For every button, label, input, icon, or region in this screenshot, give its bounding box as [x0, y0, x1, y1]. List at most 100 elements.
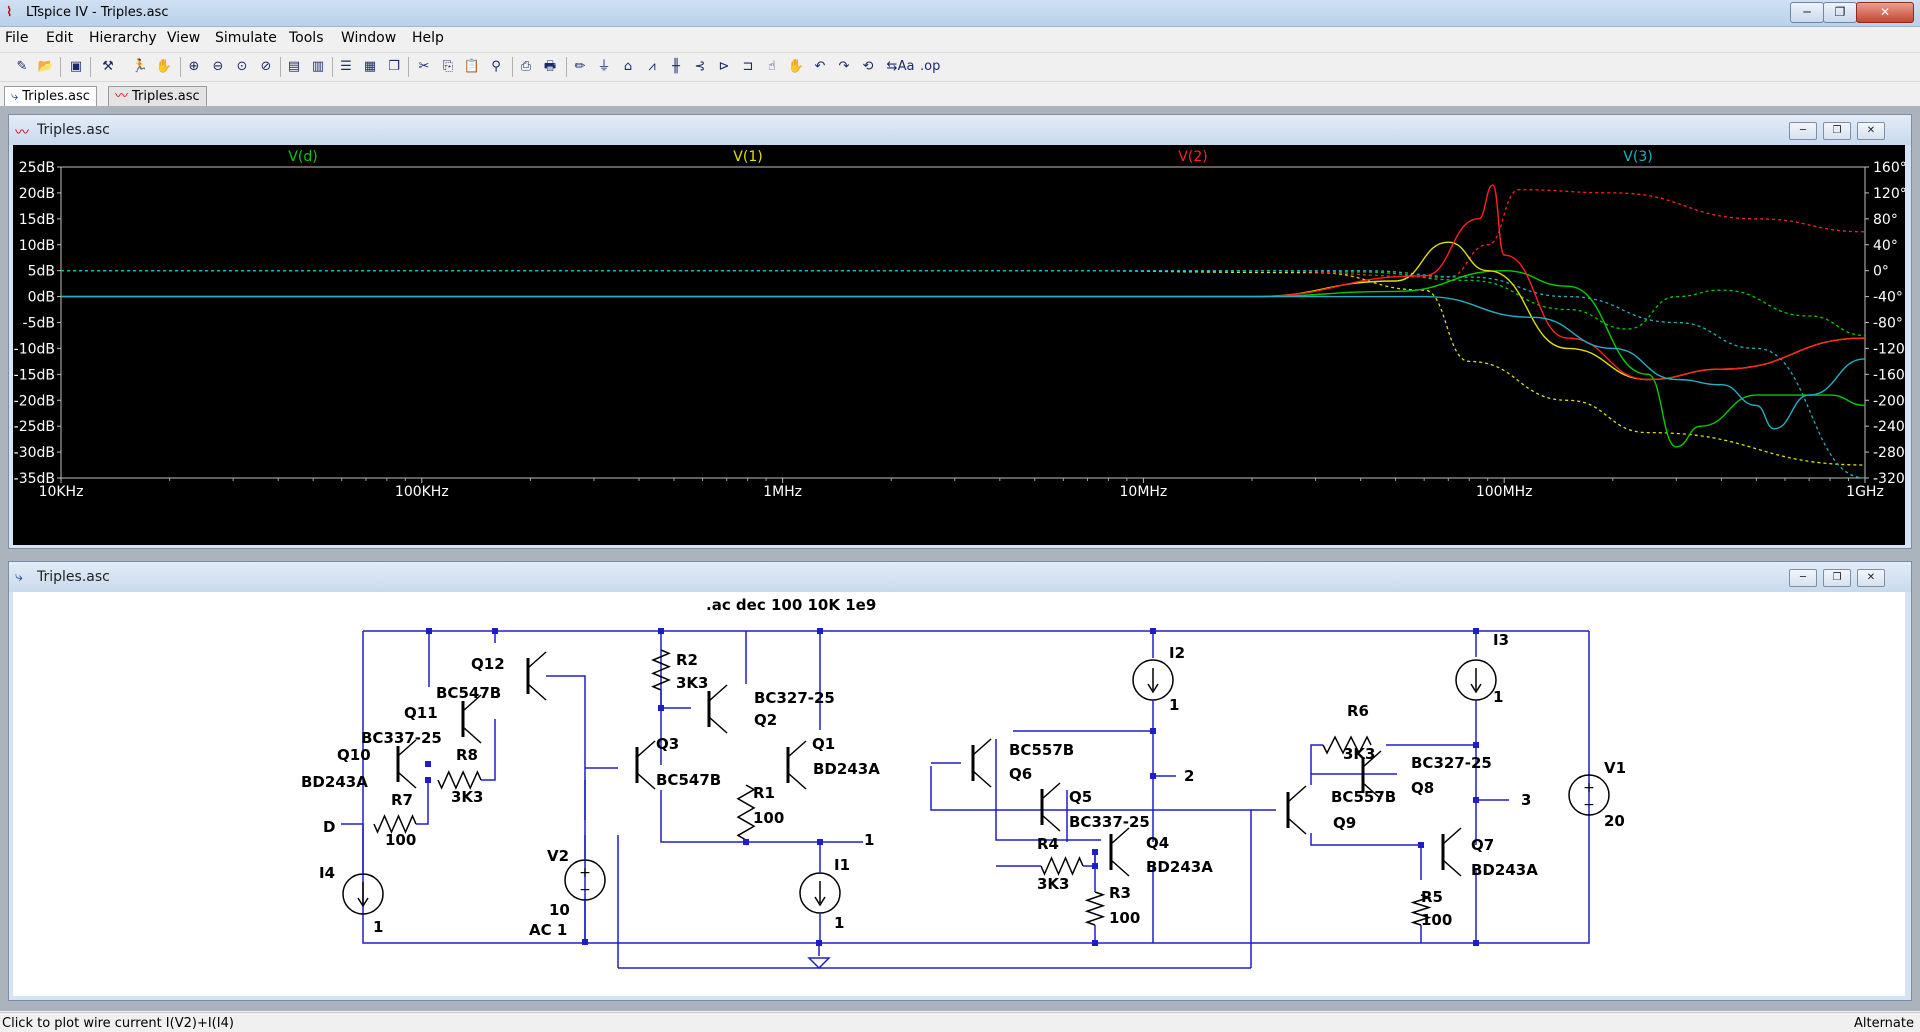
component-label: 3K3: [676, 674, 709, 692]
menu-edit[interactable]: Edit: [46, 30, 74, 46]
diode-icon[interactable]: ⊳: [718, 59, 730, 74]
schematic-close-button[interactable]: ✕: [1857, 569, 1885, 587]
tab-schematic[interactable]: ⤷Triples.asc: [4, 86, 97, 106]
redo-icon[interactable]: ↷: [838, 59, 850, 74]
draw-wire-icon[interactable]: ✏: [574, 59, 586, 74]
component-label: BD243A: [301, 773, 368, 791]
right-tick-label: -160°: [1873, 367, 1905, 383]
transistor-collector: [636, 740, 656, 758]
component-label: BC337-25: [361, 729, 442, 747]
tile-horizontal-icon[interactable]: ☰: [340, 59, 352, 74]
print-icon[interactable]: 🖶: [543, 59, 557, 74]
circuit-schematic[interactable]: .ac dec 100 10K 1e9+−Q12BC547BQ11BC337-2…: [13, 592, 1905, 996]
left-tick-label: 25dB: [19, 160, 55, 176]
junction-dot: [425, 761, 431, 767]
halt-icon[interactable]: ✋: [155, 59, 173, 74]
tab-label: Triples.asc: [132, 89, 200, 104]
component-label: Q1: [812, 735, 835, 753]
right-tick-label: -120°: [1873, 341, 1905, 357]
menu-tools[interactable]: Tools: [289, 30, 324, 46]
right-tick-label: 120°: [1873, 186, 1905, 202]
wire: [660, 790, 863, 843]
cascade-icon[interactable]: ❐: [388, 59, 400, 74]
spice-directive-icon[interactable]: .op: [920, 59, 941, 74]
menu-simulate[interactable]: Simulate: [215, 30, 277, 46]
autorange-icon[interactable]: ▤: [287, 59, 301, 74]
mirror-icon[interactable]: ⇆: [886, 59, 898, 74]
menu-view[interactable]: View: [167, 30, 201, 46]
minus-sign: −: [1583, 797, 1595, 813]
right-tick-label: -80°: [1873, 316, 1903, 332]
transistor-emitter: [1041, 814, 1061, 832]
minimize-button[interactable]: ─: [1790, 2, 1824, 23]
schematic-window-title: Triples.asc: [37, 569, 110, 585]
component-label: V1: [1604, 759, 1626, 777]
label-net-icon[interactable]: ⌂: [623, 59, 633, 74]
resistor: [1410, 894, 1432, 926]
open-icon[interactable]: 📂: [37, 59, 55, 74]
waveform-icon: 〰: [115, 89, 129, 104]
text-icon[interactable]: Aa: [897, 59, 915, 74]
maximize-button[interactable]: ❐: [1823, 2, 1857, 23]
wire: [1310, 744, 1323, 774]
drag-icon[interactable]: ✋: [787, 59, 805, 74]
undo-icon[interactable]: ↶: [814, 59, 826, 74]
menu-file[interactable]: File: [5, 30, 29, 46]
rotate-icon[interactable]: ⟲: [862, 59, 874, 74]
component-label: I4: [319, 864, 335, 882]
resistor-icon[interactable]: ⩘: [648, 59, 656, 74]
autorange-y-icon[interactable]: ▥: [311, 59, 325, 74]
spice-directive: .ac dec 100 10K 1e9: [706, 596, 876, 614]
wire: [1310, 773, 1397, 785]
plot-close-button[interactable]: ✕: [1857, 122, 1885, 140]
transistor-collector: [527, 651, 547, 669]
transistor-emitter: [397, 771, 417, 789]
control-panel-icon[interactable]: ⚒: [102, 59, 114, 74]
paste-icon[interactable]: 📋: [463, 59, 481, 74]
component-label: 3K3: [1037, 875, 1070, 893]
ground-icon[interactable]: ⏚: [597, 59, 611, 74]
component-icon[interactable]: ⊐: [742, 59, 754, 74]
zoom-cancel-icon[interactable]: ⊘: [260, 59, 272, 74]
ac-analysis-chart[interactable]: 25dB20dB15dB10dB5dB0dB-10dB-5dB-15dB-20d…: [13, 145, 1905, 545]
save-icon[interactable]: ▣: [69, 59, 83, 74]
resistor: [437, 770, 482, 790]
print-preview-icon[interactable]: ⎙: [520, 59, 532, 74]
copy-icon[interactable]: ⎘: [442, 59, 454, 74]
menu-window[interactable]: Window: [341, 30, 397, 46]
zoom-out-icon[interactable]: ⊖: [212, 59, 224, 74]
component-label: Q7: [1471, 836, 1494, 854]
plot-window-titlebar: 〰 Triples.asc ─ ❐ ✕: [9, 115, 1911, 145]
component-label: R5: [1421, 888, 1443, 906]
tab-waveform[interactable]: 〰Triples.asc: [108, 86, 207, 106]
cut-icon[interactable]: ✂: [418, 59, 430, 74]
tile-vertical-icon[interactable]: ▦: [363, 59, 377, 74]
inductor-icon[interactable]: ⊰: [694, 59, 706, 74]
component-label: 3K3: [451, 788, 484, 806]
menu-hierarchy[interactable]: Hierarchy: [89, 30, 157, 46]
close-button[interactable]: ✕: [1856, 2, 1914, 23]
zoom-in-icon[interactable]: ⊕: [188, 59, 200, 74]
schematic-restore-button[interactable]: ❐: [1823, 569, 1851, 587]
capacitor-icon[interactable]: ╫: [672, 59, 680, 74]
legend-vd: V(d): [288, 149, 317, 165]
new-schematic-icon[interactable]: ✎: [16, 59, 28, 74]
arrow-head: [1470, 683, 1482, 694]
plot-minimize-button[interactable]: ─: [1789, 122, 1817, 140]
menu-help[interactable]: Help: [412, 30, 444, 46]
move-icon[interactable]: ☝: [768, 59, 776, 74]
schematic-minimize-button[interactable]: ─: [1789, 569, 1817, 587]
plot-restore-button[interactable]: ❐: [1823, 122, 1851, 140]
plot-frame: [60, 166, 1866, 479]
find-icon[interactable]: ⚲: [491, 59, 501, 74]
toolbar-separator: [408, 57, 409, 77]
run-icon[interactable]: 🏃: [131, 59, 149, 74]
right-tick-label: -200°: [1873, 393, 1905, 409]
wire: [1310, 833, 1421, 846]
transistor-emitter: [708, 716, 728, 734]
arrow-head: [357, 897, 369, 908]
zoom-fit-icon[interactable]: ⊙: [236, 59, 248, 74]
